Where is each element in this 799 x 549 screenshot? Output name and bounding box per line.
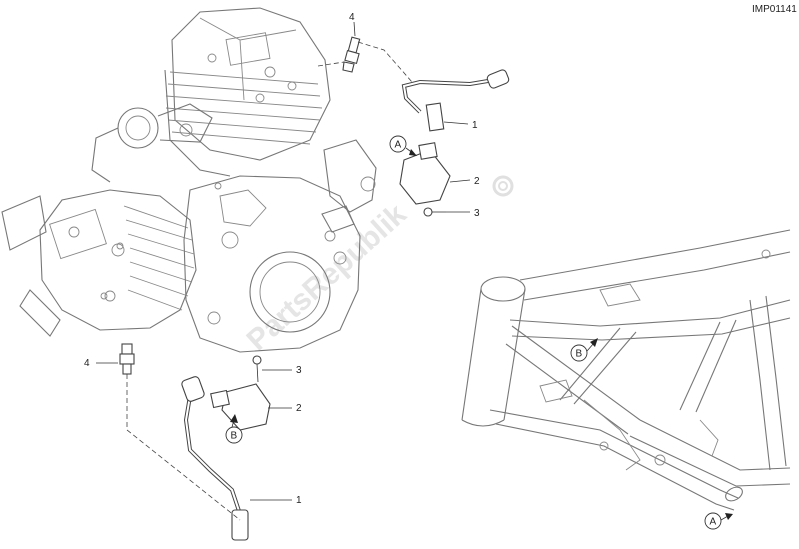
svg-text:A: A: [710, 517, 717, 528]
upper-spark-plug: [342, 36, 361, 73]
watermark-gear-icon: [492, 175, 514, 197]
upper-callout-3: 3: [474, 208, 480, 219]
upper-ignition-assembly: 4 1 2 3 A: [317, 12, 510, 219]
upper-coil-screw: [423, 207, 446, 217]
frame-marker-a: A: [704, 512, 733, 530]
upper-ignition-coil: [399, 142, 451, 205]
upper-callout-1: 1: [472, 120, 478, 131]
upper-marker-a: A: [389, 135, 417, 156]
svg-text:A: A: [395, 140, 402, 151]
upper-callout-2: 2: [474, 176, 480, 187]
svg-text:B: B: [231, 431, 238, 442]
lower-spark-plug: [119, 343, 135, 375]
upper-callout-4: 4: [349, 12, 355, 23]
lower-ignition-coil: [210, 383, 271, 431]
upper-ignition-cable-with-cap: [401, 69, 510, 132]
lower-coil-screw: [252, 355, 262, 383]
lower-callout-2: 2: [296, 403, 302, 414]
svg-text:B: B: [576, 349, 583, 360]
lower-callout-4: 4: [84, 358, 90, 369]
lower-callout-3: 3: [296, 365, 302, 376]
lower-callout-1: 1: [296, 495, 302, 506]
lower-ignition-assembly: 4 3 2 1 B: [84, 343, 302, 541]
lower-marker-b: B: [225, 414, 243, 444]
lower-ignition-cable-with-cap: [181, 376, 249, 541]
frame-illustration: B A: [461, 229, 791, 530]
diagram-reference-id: IMP01141: [752, 4, 797, 15]
engine-illustration: [1, 7, 377, 353]
frame-marker-b: B: [570, 338, 598, 362]
